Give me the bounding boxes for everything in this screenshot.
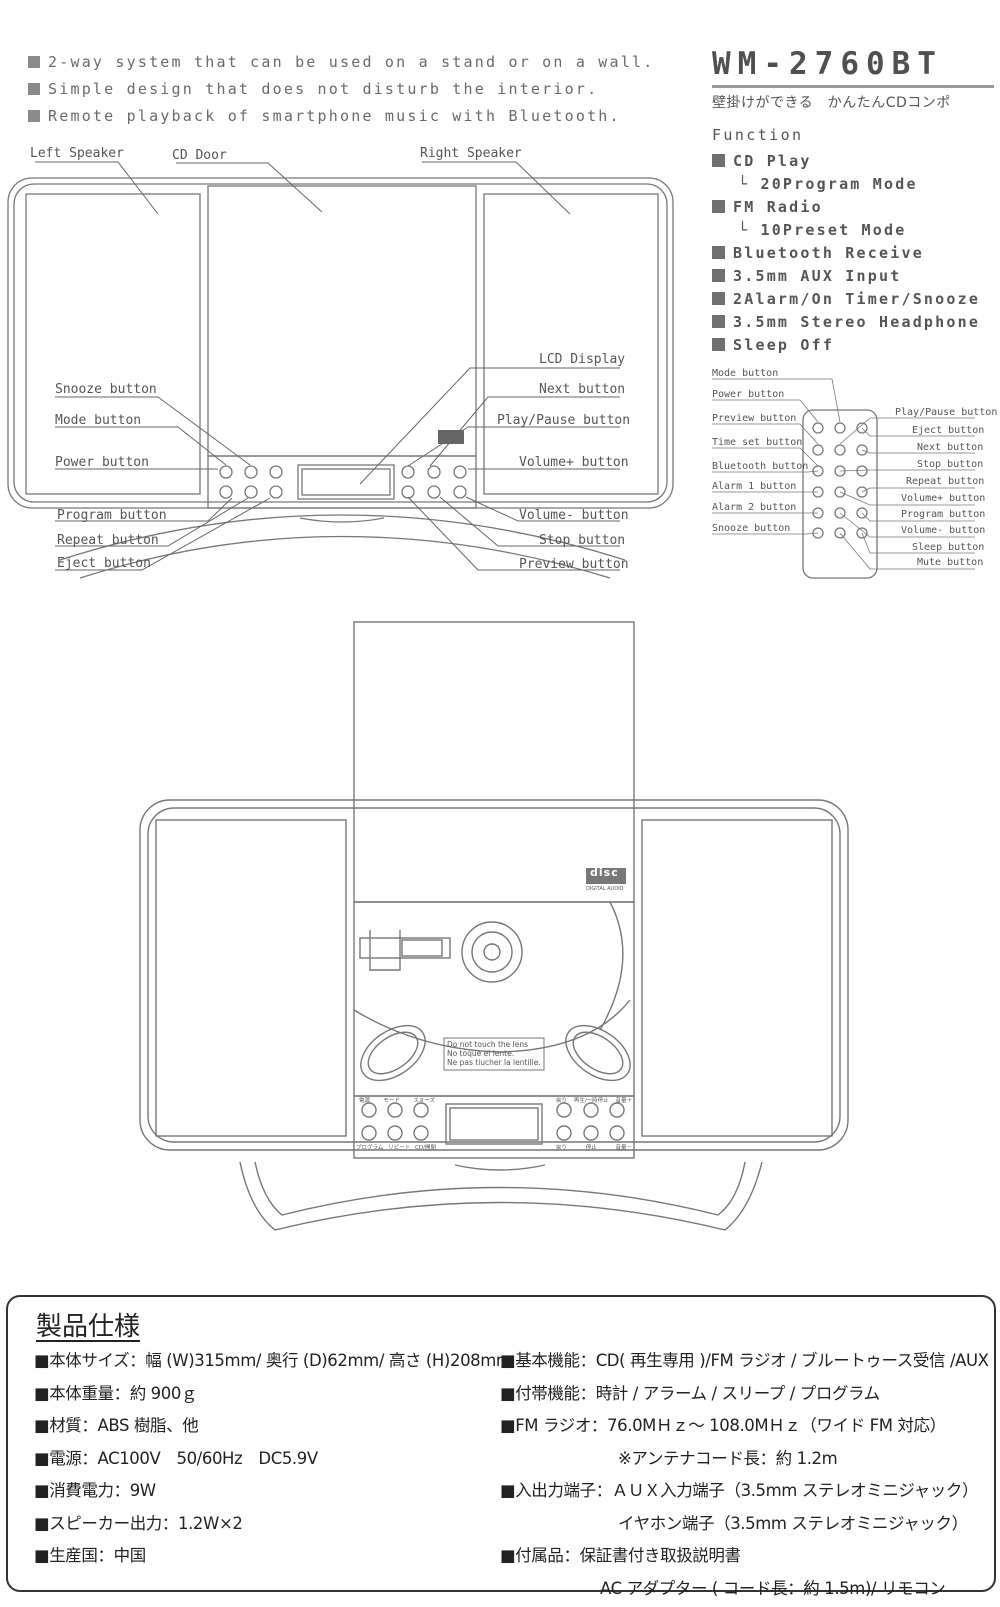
remote-label: Repeat button (906, 476, 984, 487)
spec-title: 製品仕様 (36, 1306, 140, 1343)
label-cd-door: CD Door (172, 148, 227, 163)
remote-label: Volume+ button (901, 493, 985, 504)
label-volume-plus-button: Volume+ button (519, 455, 629, 470)
remote-label: Time set button (712, 437, 802, 448)
label-stop-button: Stop button (539, 533, 625, 548)
remote-label: Power button (712, 389, 784, 400)
spec-line: ■FM ラジオ：76.0MＨｚ～ 108.0MＨｚ（ワイド FM 対応） (500, 1412, 990, 1445)
remote-label: Next button (917, 442, 983, 453)
label-play-pause-button: Play/Pause button (497, 413, 630, 428)
remote-label: Sleep button (912, 542, 984, 553)
remote-label: Bluetooth button (712, 461, 808, 472)
label-lcd-display: LCD Display (539, 352, 625, 367)
spec-line: ■電源：AC100V 50/60Hz DC5.9V (34, 1445, 494, 1478)
label-right-speaker: Right Speaker (420, 146, 522, 161)
remote-label: Preview button (712, 413, 796, 424)
remote-label: Volume- button (901, 525, 985, 536)
remote-label: Alarm 2 button (712, 502, 796, 513)
label-left-speaker: Left Speaker (30, 146, 124, 161)
remote-label: Alarm 1 button (712, 481, 796, 492)
label-preview-button: Preview button (519, 557, 629, 572)
remote-label: Mode button (712, 368, 778, 379)
label-power-button: Power button (55, 455, 149, 470)
product-line-drawings (0, 0, 1000, 1290)
remote-label: Mute button (917, 557, 983, 568)
label-repeat-button: Repeat button (57, 533, 159, 548)
panel-right-top-labels: 戻り再生/一時停止音量＋ (556, 1096, 632, 1104)
remote-drawing (803, 410, 877, 578)
remote-label: Snooze button (712, 523, 790, 534)
remote-label: Play/Pause button (895, 407, 997, 418)
label-next-button: Next button (539, 382, 625, 397)
remote-label: Stop button (917, 459, 983, 470)
spec-line: ■本体重量：約 900ｇ (34, 1380, 494, 1413)
label-eject-button: Eject button (57, 556, 151, 571)
remote-label: Program button (901, 509, 985, 520)
spec-line: ■材質：ABS 樹脂、他 (34, 1412, 494, 1445)
spec-line: ※アンテナコード長：約 1.2m (500, 1445, 990, 1478)
spec-line: ■付帯機能：時計 / アラーム / スリープ / プログラム (500, 1380, 990, 1413)
label-volume-minus-button: Volume- button (519, 508, 629, 523)
label-mode-button: Mode button (55, 413, 141, 428)
label-snooze-button: Snooze button (55, 382, 157, 397)
spec-line: AC アダプター ( コード長：約 1.5m)/ リモコン (500, 1575, 990, 1607)
spec-line: ■入出力端子：ＡＵＸ入力端子（3.5mm ステレオミニジャック） (500, 1477, 990, 1510)
spec-left-column: ■本体サイズ：幅 (W)315mm/ 奥行 (D)62mm/ 高さ (H)208… (34, 1347, 494, 1575)
open-door-view-drawing (140, 622, 848, 1230)
spec-right-column: ■基本機能：CD( 再生専用 )/FM ラジオ / ブルートゥース受信 /AUX… (500, 1347, 990, 1607)
spec-line: ■付属品：保証書付き取扱説明書 (500, 1542, 990, 1575)
panel-right-bottom-labels: 戻り停止音量－ (556, 1143, 632, 1151)
spec-line: ■生産国：中国 (34, 1542, 494, 1575)
label-program-button: Program button (57, 508, 167, 523)
panel-left-top-labels: 電源モードスヌーズ (359, 1096, 435, 1104)
spec-line: ■本体サイズ：幅 (W)315mm/ 奥行 (D)62mm/ 高さ (H)208… (34, 1347, 494, 1380)
spec-line: イヤホン端子（3.5mm ステレオミニジャック） (500, 1510, 990, 1543)
spec-line: ■スピーカー出力：1.2W×2 (34, 1510, 494, 1543)
spec-line: ■消費電力：9W (34, 1477, 494, 1510)
remote-label: Eject button (912, 425, 984, 436)
spec-line: ■基本機能：CD( 再生専用 )/FM ラジオ / ブルートゥース受信 /AUX (500, 1347, 990, 1380)
disc-logo-caption: DIGITAL AUDIO (586, 886, 623, 892)
lens-warning: Do not touch the lens No toque el lente.… (447, 1040, 541, 1067)
disc-logo: disc (590, 866, 619, 879)
